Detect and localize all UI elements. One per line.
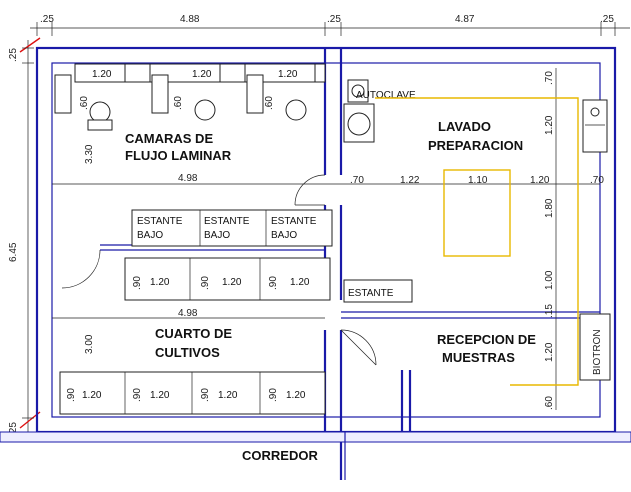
dim-left-camaras: 3.30: [84, 144, 95, 164]
dim-mid-b: 4.98: [178, 308, 198, 319]
cult-r2-d4: .90: [268, 388, 279, 402]
cult-r1-w3: 1.20: [290, 277, 310, 288]
estante-bajo-3-l2: BAJO: [271, 230, 297, 241]
lavado-counters: [375, 97, 608, 386]
estante-unit: ESTANTE: [343, 279, 413, 303]
dim-right-3: 1.10: [468, 175, 488, 186]
dim-top-3: .25: [327, 14, 341, 25]
cult-r2-d2: .90: [132, 388, 143, 402]
dim-top-2: 4.88: [180, 14, 200, 25]
dim-rc-7: .60: [544, 396, 555, 410]
estante-bajo-group: ESTANTE BAJO ESTANTE BAJO ESTANTE BAJO: [131, 209, 333, 247]
dim-rc-6: 1.20: [544, 342, 555, 362]
dim-top-5: .25: [600, 14, 614, 25]
room-cultivos-l2: CULTIVOS: [155, 345, 220, 360]
cult-r2-d1: .90: [66, 388, 77, 402]
estante-bajo-2: ESTANTE BAJO: [204, 216, 250, 241]
estante-bajo-1-l2: BAJO: [137, 230, 163, 241]
dim-left-cultivos: 3.00: [84, 334, 95, 354]
room-lavado-l2: PREPARACION: [428, 138, 523, 153]
dim-right-4: 1.20: [530, 175, 550, 186]
chamber-3-depth: .60: [264, 96, 275, 110]
biotron-label: BIOTRON: [592, 329, 603, 375]
cult-r2-w2: 1.20: [150, 390, 170, 401]
right-dimension-chain: .70 1.20 1.80 1.00 .15 1.20 .60: [544, 68, 557, 410]
doors: [61, 174, 377, 480]
biotron-unit: BIOTRON: [579, 313, 611, 381]
room-cultivos-l1: CUARTO DE: [155, 326, 232, 341]
cult-r1-w2: 1.20: [222, 277, 242, 288]
room-camaras-l1: CAMARAS DE: [125, 131, 213, 146]
chamber-1-depth: .60: [79, 96, 90, 110]
dim-left-3: .25: [8, 422, 19, 436]
cultivos-tables-row-1: 1.20 1.20 1.20 .90 .90 .90: [124, 257, 331, 301]
dim-rc-1: .70: [544, 71, 555, 85]
room-lavado-l1: LAVADO: [438, 119, 491, 134]
cult-r1-d1: .90: [132, 276, 143, 290]
chamber-2: 1.20 .60: [149, 63, 221, 121]
dim-rc-4: 1.00: [544, 270, 555, 290]
dim-top-4: 4.87: [455, 14, 475, 25]
dim-mid-a: 4.98: [178, 173, 198, 184]
dim-left-2: 6.45: [8, 242, 19, 262]
cult-r1-d3: .90: [268, 276, 279, 290]
cult-r1-d2: .90: [200, 276, 211, 290]
cult-r2-d3: .90: [200, 388, 211, 402]
chamber-2-width: 1.20: [192, 69, 212, 80]
room-recepcion-l2: MUESTRAS: [442, 350, 515, 365]
dim-right-2: 1.22: [400, 175, 420, 186]
flow-chambers: 1.20 .60 1.20 .60 1.20 .60: [54, 63, 326, 131]
mid-dimension-chain: 4.98 4.98 .70 1.22 1.10 1.20 .70: [52, 173, 604, 319]
cult-r2-w3: 1.20: [218, 390, 238, 401]
cultivos-tables-row-2: 1.20 1.20 1.20 1.20 .90 .90 .90 .90: [59, 371, 326, 415]
room-corredor: CORREDOR: [242, 448, 318, 463]
estante-bajo-1: ESTANTE BAJO: [137, 216, 183, 241]
room-camaras-l2: FLUJO LAMINAR: [125, 148, 232, 163]
autoclave-label: AUTOCLAVE: [356, 90, 416, 101]
cult-r2-w4: 1.20: [286, 390, 306, 401]
estante-bajo-2-l2: BAJO: [204, 230, 230, 241]
room-labels: CAMARAS DE FLUJO LAMINAR LAVADO PREPARAC…: [125, 119, 536, 463]
estante-bajo-1-l1: ESTANTE: [137, 216, 183, 227]
dim-rc-3: 1.80: [544, 198, 555, 218]
estante-bajo-3-l1: ESTANTE: [271, 216, 317, 227]
autoclave-unit: AUTOCLAVE: [343, 79, 416, 143]
dim-right-5: .70: [590, 175, 604, 186]
top-dimension-chain: .25 4.88 .25 4.87 .25: [30, 14, 630, 36]
estante-bajo-2-l1: ESTANTE: [204, 216, 250, 227]
chamber-3-width: 1.20: [278, 69, 298, 80]
estante-label: ESTANTE: [348, 288, 394, 299]
room-recepcion-l1: RECEPCION DE: [437, 332, 536, 347]
chamber-3: 1.20 .60: [244, 63, 316, 121]
chamber-2-depth: .60: [173, 96, 184, 110]
dim-top-1: .25: [40, 14, 54, 25]
chamber-1: 1.20 .60: [54, 63, 126, 131]
dim-left-1: .25: [8, 48, 19, 62]
dim-rc-5: .15: [544, 304, 555, 318]
dim-rc-2: 1.20: [544, 115, 555, 135]
chamber-1-width: 1.20: [92, 69, 112, 80]
estante-bajo-3: ESTANTE BAJO: [271, 216, 317, 241]
cult-r1-w1: 1.20: [150, 277, 170, 288]
cult-r2-w1: 1.20: [82, 390, 102, 401]
dim-right-1: .70: [350, 175, 364, 186]
